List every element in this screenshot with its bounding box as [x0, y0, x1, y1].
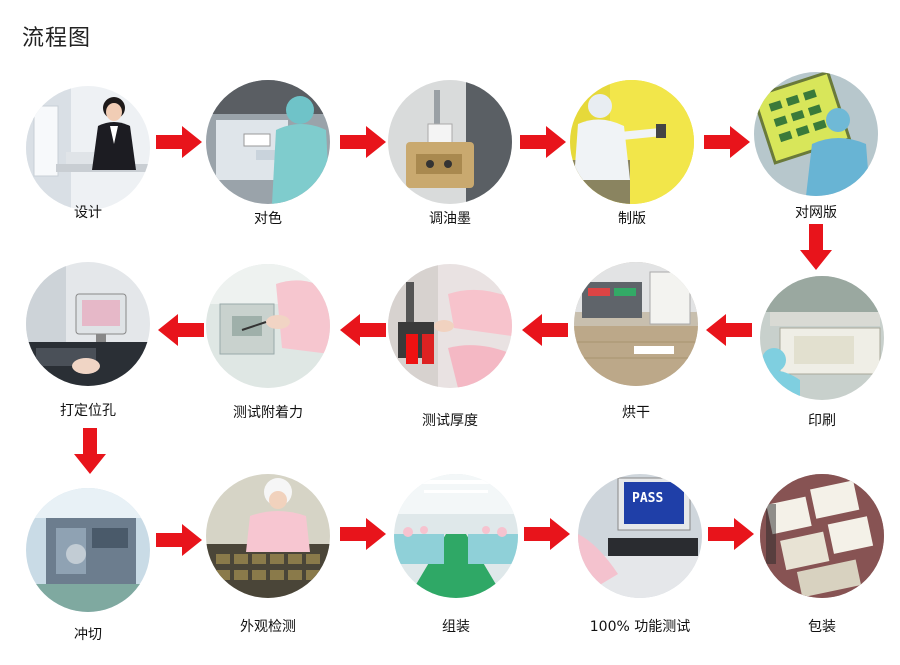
design-photo [26, 86, 150, 210]
step-label: 100% 功能测试 [589, 619, 691, 635]
step-die-cutting: 冲切 [26, 488, 150, 643]
step-drying: 烘干 [574, 262, 698, 421]
down-arrow-icon [800, 224, 832, 270]
printing-photo [760, 276, 884, 400]
step-label: 冲切 [74, 627, 102, 643]
die-cutting-photo [26, 488, 150, 612]
step-screen-alignment: 对网版 [754, 72, 878, 221]
ink-mixing-photo [388, 80, 512, 204]
right-arrow-icon [704, 126, 750, 158]
step-label: 组装 [442, 619, 470, 635]
right-arrow-icon [340, 126, 386, 158]
step-design: 设计 [26, 86, 150, 221]
right-arrow-icon [340, 518, 386, 550]
step-label: 印刷 [808, 413, 836, 429]
right-arrow-icon [520, 126, 566, 158]
step-label: 制版 [618, 211, 646, 227]
right-arrow-icon [708, 518, 754, 550]
visual-inspection-photo [206, 474, 330, 598]
step-label: 测试厚度 [422, 413, 478, 429]
step-label: 调油墨 [429, 211, 471, 227]
page-title: 流程图 [22, 26, 92, 51]
right-arrow-icon [156, 524, 202, 556]
left-arrow-icon [340, 314, 386, 346]
packaging-photo [760, 474, 884, 598]
step-label: 打定位孔 [60, 403, 116, 419]
assembly-photo [394, 474, 518, 598]
step-label: 对网版 [795, 205, 837, 221]
function-test-photo: PASS [578, 474, 702, 598]
step-label: 测试附着力 [233, 405, 303, 421]
right-arrow-icon [156, 126, 202, 158]
thickness-test-photo [388, 264, 512, 388]
step-hole-punch: 打定位孔 [26, 262, 150, 419]
step-assembly: 组装 [394, 474, 518, 635]
step-label: 设计 [74, 205, 102, 221]
color-matching-photo [206, 80, 330, 204]
left-arrow-icon [522, 314, 568, 346]
step-label: 对色 [254, 211, 282, 227]
step-adhesion-test: 测试附着力 [206, 264, 330, 421]
screen-alignment-photo [754, 72, 878, 196]
step-packaging: 包装 [760, 474, 884, 635]
step-thickness-test: 测试厚度 [388, 264, 512, 429]
left-arrow-icon [706, 314, 752, 346]
step-color-matching: 对色 [206, 80, 330, 227]
step-plate-making: 制版 [570, 80, 694, 227]
drying-photo [574, 262, 698, 386]
step-printing: 印刷 [760, 276, 884, 429]
step-function-test: PASS 100% 功能测试 [578, 474, 702, 635]
pass-screen-text: PASS [632, 491, 663, 506]
step-visual-inspection: 外观检测 [206, 474, 330, 635]
left-arrow-icon [158, 314, 204, 346]
step-ink-mixing: 调油墨 [388, 80, 512, 227]
hole-punch-photo [26, 262, 150, 386]
step-label: 包装 [808, 619, 836, 635]
adhesion-test-photo [206, 264, 330, 388]
right-arrow-icon [524, 518, 570, 550]
plate-making-photo [570, 80, 694, 204]
down-arrow-icon [74, 428, 106, 474]
step-label: 烘干 [622, 405, 650, 421]
step-label: 外观检测 [240, 619, 296, 635]
